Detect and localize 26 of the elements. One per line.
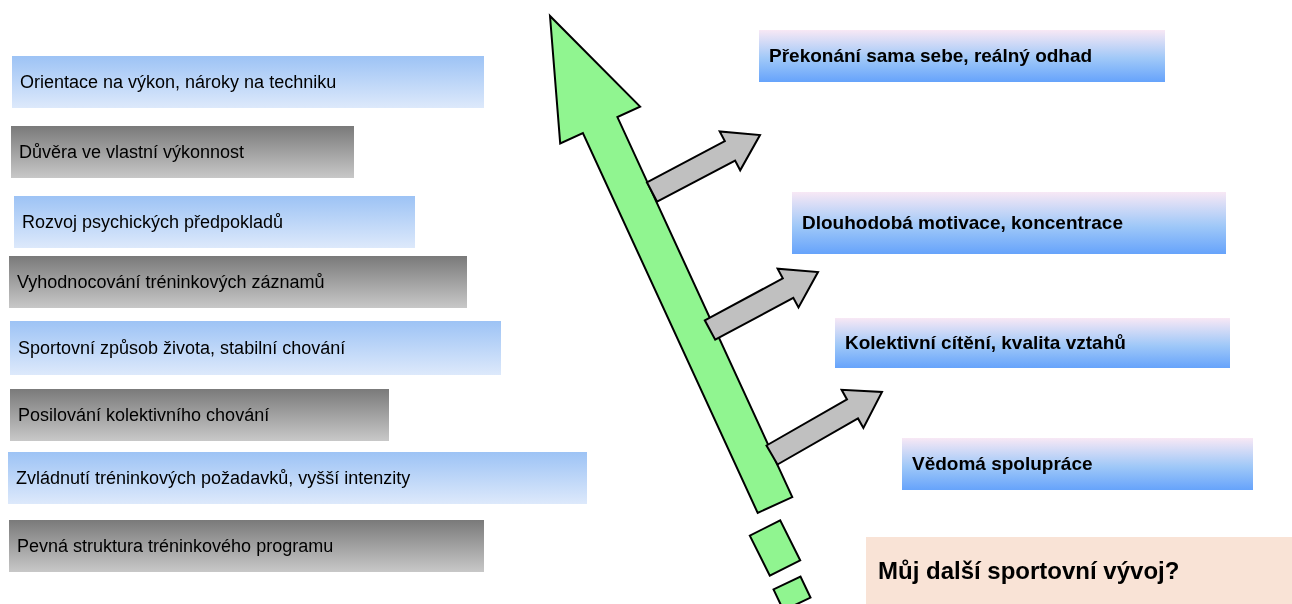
box-label: Dlouhodobá motivace, koncentrace [802,212,1123,234]
box-label: Posilování kolektivního chování [18,404,270,426]
text-box [10,321,501,375]
box-label: Orientace na výkon, nároky na techniku [20,71,337,93]
box-label: Kolektivní cítění, kvalita vztahů [845,332,1126,354]
text-box [835,318,1230,368]
text-box [10,389,389,441]
box-label: Vědomá spolupráce [912,453,1093,475]
text-box [902,438,1253,490]
box-label: Rozvoj psychických předpokladů [22,211,284,233]
text-box [792,192,1226,254]
box-label: Vyhodnocování tréninkových záznamů [17,271,325,293]
box-label: Sportovní způsob života, stabilní chování [18,337,346,359]
text-box [9,520,484,572]
text-box [759,30,1165,82]
box-label: Důvěra ve vlastní výkonnost [19,141,245,163]
box-label: Překonání sama sebe, reálný odhad [769,45,1093,67]
box-label: Pevná struktura tréninkového programu [17,535,334,557]
text-box [866,537,1292,604]
text-box [8,452,587,504]
box-label: Můj další sportovní vývoj? [878,556,1180,585]
text-box [12,56,484,108]
text-box [11,126,354,178]
text-box [9,256,467,308]
box-label: Zvládnutí tréninkových požadavků, vyšší intenzity [16,467,411,489]
text-box [14,196,415,248]
